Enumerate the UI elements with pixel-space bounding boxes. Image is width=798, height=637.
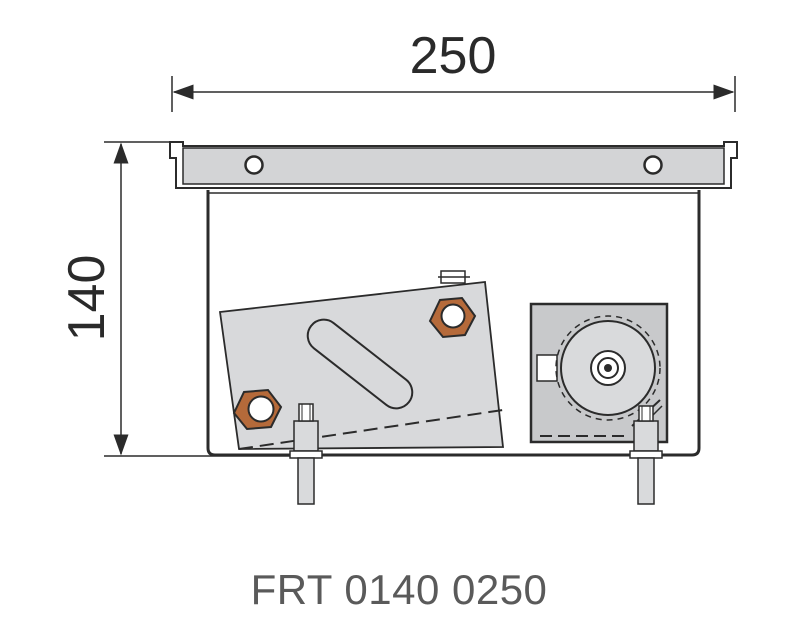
height-label: 140 xyxy=(58,255,116,342)
grille-screw-hole-right xyxy=(643,155,663,175)
leveling-foot-right xyxy=(629,405,663,505)
grille-screw-hole-left xyxy=(244,155,264,175)
grille xyxy=(169,141,738,189)
fan-impeller-outline xyxy=(555,315,661,421)
fan-side-clip xyxy=(536,354,558,382)
fitting-upper-bore xyxy=(440,303,466,329)
heat-exchanger-hidden-edge xyxy=(238,409,504,450)
fan-axle xyxy=(604,364,612,372)
leveling-foot-left-stem xyxy=(297,457,315,505)
height-dimension: 140 xyxy=(58,141,300,457)
fitting-lower-bore xyxy=(247,395,275,423)
width-label: 250 xyxy=(410,27,497,85)
fitting-upper xyxy=(428,270,477,339)
air-vent-slot xyxy=(306,318,414,410)
leveling-foot-left xyxy=(289,403,323,505)
grille-bar xyxy=(182,147,725,185)
width-dimension: 250 xyxy=(171,27,736,112)
fitting-lower xyxy=(232,388,283,431)
model-code: FRT 0140 0250 xyxy=(250,566,548,613)
leveling-foot-right-stem xyxy=(637,457,655,505)
